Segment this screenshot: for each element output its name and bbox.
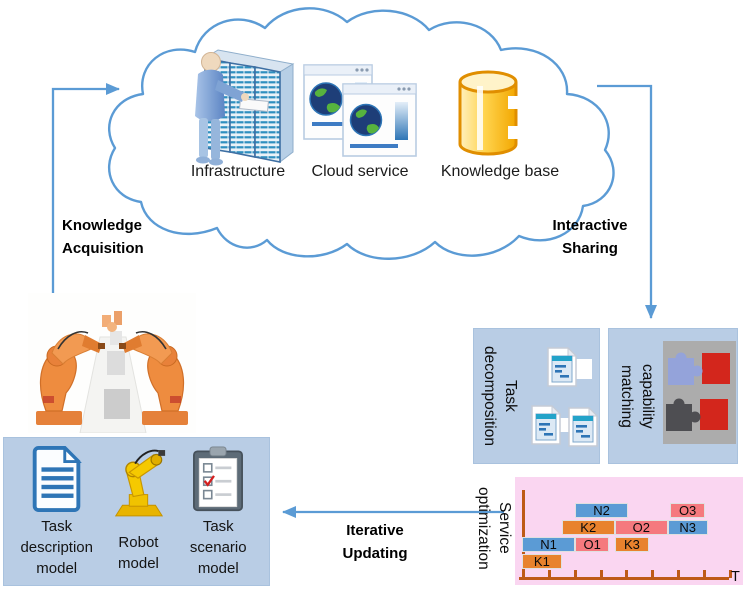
blue-puzzle-piece-icon [668, 352, 730, 385]
interactive-sharing-label: Interactive Sharing [537, 214, 643, 260]
chart-x-tick [728, 570, 732, 578]
knowledge-acquisition-line1: Knowledge [62, 217, 143, 234]
task-scenario-model-item: Task scenario model [173, 446, 263, 579]
chart-x-tick [677, 570, 680, 578]
iterative-updating-line2: Updating [342, 545, 408, 562]
subtask-document-icon [531, 405, 561, 445]
knowledge-base-database-icon [458, 70, 520, 156]
service-optimization-label: Service optimization [475, 486, 513, 570]
interactive-sharing-line1: Interactive [552, 217, 628, 234]
task-description-model-label: Task description model [20, 518, 93, 577]
robot-model-item: Robot model [103, 446, 173, 579]
chart-x-tick [702, 570, 706, 578]
knowledge-base-label: Knowledge base [440, 163, 560, 180]
task-scenario-clipboard-icon [193, 446, 244, 512]
chart-x-tick [573, 570, 577, 578]
capability-matching-box: capability matching [608, 328, 738, 464]
chart-x-tick [599, 570, 603, 578]
gantt-bar-N3: N3 [667, 520, 708, 535]
interactive-sharing-line2: Sharing [562, 240, 618, 257]
knowledge-acquisition-line2: Acquisition [62, 240, 144, 257]
gantt-bar-K1: K1 [522, 554, 562, 569]
subtask-document-icon [568, 407, 598, 447]
cloud-service-label: Cloud service [311, 163, 409, 180]
gantt-bar-O2: O2 [614, 520, 668, 535]
doc-connector [574, 359, 592, 379]
task-scenario-model-label: Task scenario model [189, 518, 247, 577]
iterative-updating-label: Iterative Updating [327, 519, 423, 565]
chart-y-axis [522, 490, 525, 580]
knowledge-acquisition-label: Knowledge Acquisition [62, 214, 144, 260]
capability-matching-label: capability matching [618, 363, 656, 429]
chart-x-axis-label: T [731, 569, 740, 585]
task-decomposition-label: Task decomposition [481, 346, 519, 446]
gantt-bar-N2: N2 [575, 503, 628, 518]
robot-model-label: Robot model [118, 534, 159, 572]
industrial-robots-photo [28, 293, 196, 433]
infrastructure-label: Infrastructure [190, 163, 286, 180]
puzzle-matching-image [663, 341, 736, 444]
subtask-document-icon [547, 347, 577, 387]
gantt-bar-O3: O3 [670, 503, 705, 518]
infrastructure-servers-person-icon [195, 49, 295, 166]
gantt-bar-N1: N1 [522, 537, 575, 552]
cloud-service-browsers-icon [303, 64, 417, 157]
task-description-document-icon [32, 446, 82, 512]
task-decomposition-box: Task decomposition [473, 328, 600, 464]
chart-x-axis [519, 577, 729, 580]
task-description-model-item: Task description model [10, 446, 103, 579]
gantt-bar-K3: K3 [614, 537, 650, 552]
gray-puzzle-piece-icon [666, 398, 728, 431]
gantt-bar-K2: K2 [561, 520, 615, 535]
chart-x-tick [548, 570, 551, 578]
chart-x-tick [651, 570, 655, 578]
models-box: Task description model Robot model [3, 437, 270, 586]
chart-x-tick [625, 570, 629, 578]
gantt-bar-O1: O1 [575, 537, 610, 552]
robot-arm-icon [115, 449, 166, 517]
iterative-updating-line1: Iterative [346, 522, 404, 539]
